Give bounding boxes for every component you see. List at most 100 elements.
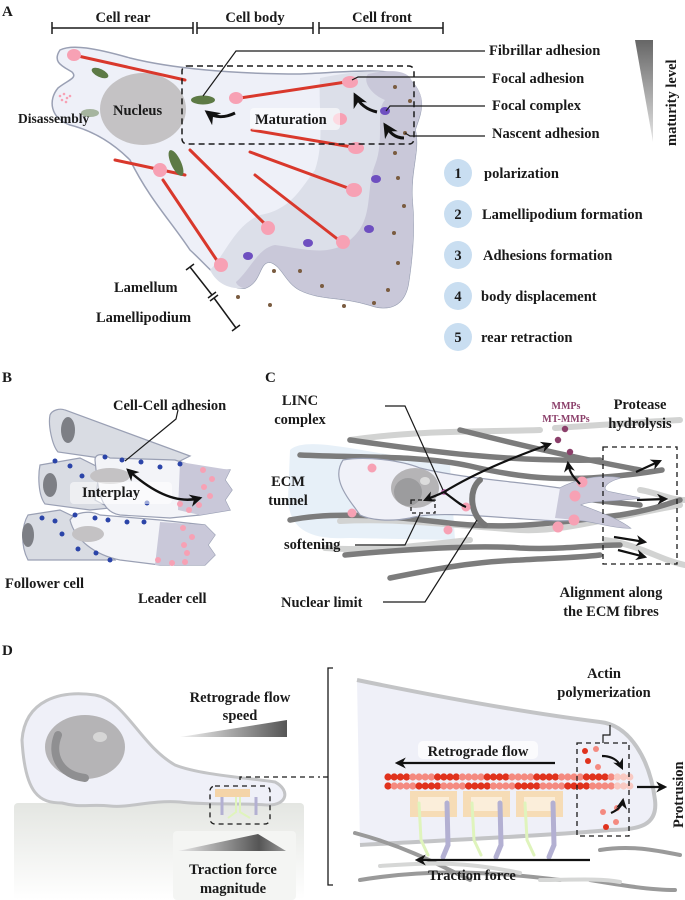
protease-label-line1: Protease xyxy=(614,397,667,413)
maturity-gradient-wedge xyxy=(635,40,653,142)
actin-subunit xyxy=(384,782,392,790)
zoom-bracket xyxy=(327,667,333,886)
step-number-5: 5 xyxy=(454,330,461,346)
actin-subunit xyxy=(396,773,404,781)
actin-subunit xyxy=(384,773,392,781)
actin-subunit xyxy=(421,773,429,781)
actin-subunit xyxy=(613,782,622,790)
actin-subunit xyxy=(502,782,510,790)
actin-subunit xyxy=(508,782,516,790)
actin-polymerization-box xyxy=(576,742,630,837)
actin-subunit xyxy=(576,782,584,790)
panel-d: D Retrograde flow speed Traction force m… xyxy=(2,643,685,900)
actin-subunit xyxy=(558,782,566,790)
region-label-cell-front: Cell front xyxy=(352,10,412,26)
panel-label-a: A xyxy=(2,4,13,20)
panel-label-d: D xyxy=(2,643,13,659)
actin-subunit xyxy=(489,782,497,790)
linc-label-line1: LINC xyxy=(282,393,318,409)
stress-fibers xyxy=(76,54,354,264)
actin-label-line2: polymerization xyxy=(557,685,650,701)
actin-subunit xyxy=(564,782,572,790)
actin-subunit xyxy=(545,782,553,790)
step-number-1: 1 xyxy=(454,166,461,182)
lamellum-brackets xyxy=(185,263,241,332)
step-2: 2 Lamellipodium formation xyxy=(444,200,643,228)
actin-subunit xyxy=(427,782,435,790)
softening-label: softening xyxy=(284,537,341,553)
actin-subunit xyxy=(620,782,628,790)
focal-adhesions xyxy=(67,49,364,272)
step-1: 1 polarization xyxy=(444,159,559,187)
actin-subunit xyxy=(427,773,435,781)
actin-subunit xyxy=(409,773,417,781)
actin-subunit xyxy=(403,782,411,790)
actin-subunit xyxy=(471,782,479,790)
actin-subunit xyxy=(626,782,634,790)
actin-subunit xyxy=(508,773,516,781)
alignment-label-line1: Alignment along xyxy=(560,585,663,601)
step-5: 5 rear retraction xyxy=(444,323,572,351)
nuclear-limit-label: Nuclear limit xyxy=(281,595,363,611)
traction-magnitude-ramp xyxy=(178,834,286,851)
disassembling-adhesion-dots xyxy=(58,92,72,104)
follower-cell-label: Follower cell xyxy=(5,576,84,592)
actin-subunit xyxy=(539,782,547,790)
integrin-legs xyxy=(417,801,536,857)
step-label-2: Lamellipodium formation xyxy=(482,207,643,223)
mt-mmps-label: MT-MMPs xyxy=(542,414,590,425)
migration-steps: 1 polarization 2 Lamellipodium formation… xyxy=(444,159,643,351)
linc-label-line2: complex xyxy=(274,412,326,428)
maturation-zone-box xyxy=(181,65,415,145)
actin-subunit xyxy=(440,773,448,781)
actin-subunit xyxy=(396,782,404,790)
panel-c-arrows xyxy=(422,441,669,561)
panel-d-arrows xyxy=(394,754,668,866)
actin-subunit xyxy=(483,773,491,781)
actin-subunit xyxy=(564,773,572,781)
actin-subunit xyxy=(589,773,597,781)
actin-subunit xyxy=(477,782,485,790)
nuclei-b xyxy=(22,417,130,547)
nucleus xyxy=(100,73,186,145)
actin-subunit xyxy=(446,782,454,790)
ecm-tunnel-label-line1: ECM xyxy=(271,474,305,490)
lamellipodium-region xyxy=(236,71,422,308)
actin-subunit xyxy=(601,773,609,781)
actin-subunit xyxy=(520,773,529,781)
actin-subunit xyxy=(496,773,504,781)
actin-subunit xyxy=(589,782,597,790)
step-number-2: 2 xyxy=(454,207,461,223)
cell-adhesions-c xyxy=(347,463,588,535)
actin-subunit xyxy=(434,773,442,781)
actin-subunit xyxy=(471,773,479,781)
actin-subunit xyxy=(483,782,491,790)
actin-subunit xyxy=(403,773,411,781)
step-4: 4 body displacement xyxy=(444,282,597,310)
step-number-3: 3 xyxy=(454,248,461,264)
actin-filament xyxy=(384,773,634,790)
adhesion-label-nascent: Nascent adhesion xyxy=(492,126,600,142)
nucleus-label: Nucleus xyxy=(113,103,163,119)
mmp-dots xyxy=(554,425,574,456)
adhesion-label-focal-adhesion: Focal adhesion xyxy=(492,71,584,87)
panel-c: C xyxy=(265,370,685,620)
zoomed-ecm-fibres xyxy=(353,831,682,892)
actin-subunit xyxy=(514,773,522,781)
alignment-zone-box xyxy=(602,446,678,565)
panel-b: B Interplay Cel xyxy=(2,370,233,607)
protease-label-line2: hydrolysis xyxy=(608,416,672,432)
actin-subunit xyxy=(452,773,460,781)
actin-subunit xyxy=(607,773,615,781)
region-label-cell-rear: Cell rear xyxy=(96,10,151,26)
alignment-label-line2: the ECM fibres xyxy=(563,604,659,620)
lamellum-label: Lamellum xyxy=(114,280,178,296)
mmps-label: MMPs xyxy=(552,401,581,412)
actin-subunit xyxy=(496,782,504,790)
talin-molecules xyxy=(440,800,557,860)
actin-subunit xyxy=(465,773,473,781)
retrograde-flow-label-bg xyxy=(418,741,538,759)
cell-cell-adhesion-callout xyxy=(124,409,179,462)
retrograde-flow-label: Retrograde flow xyxy=(428,744,529,760)
